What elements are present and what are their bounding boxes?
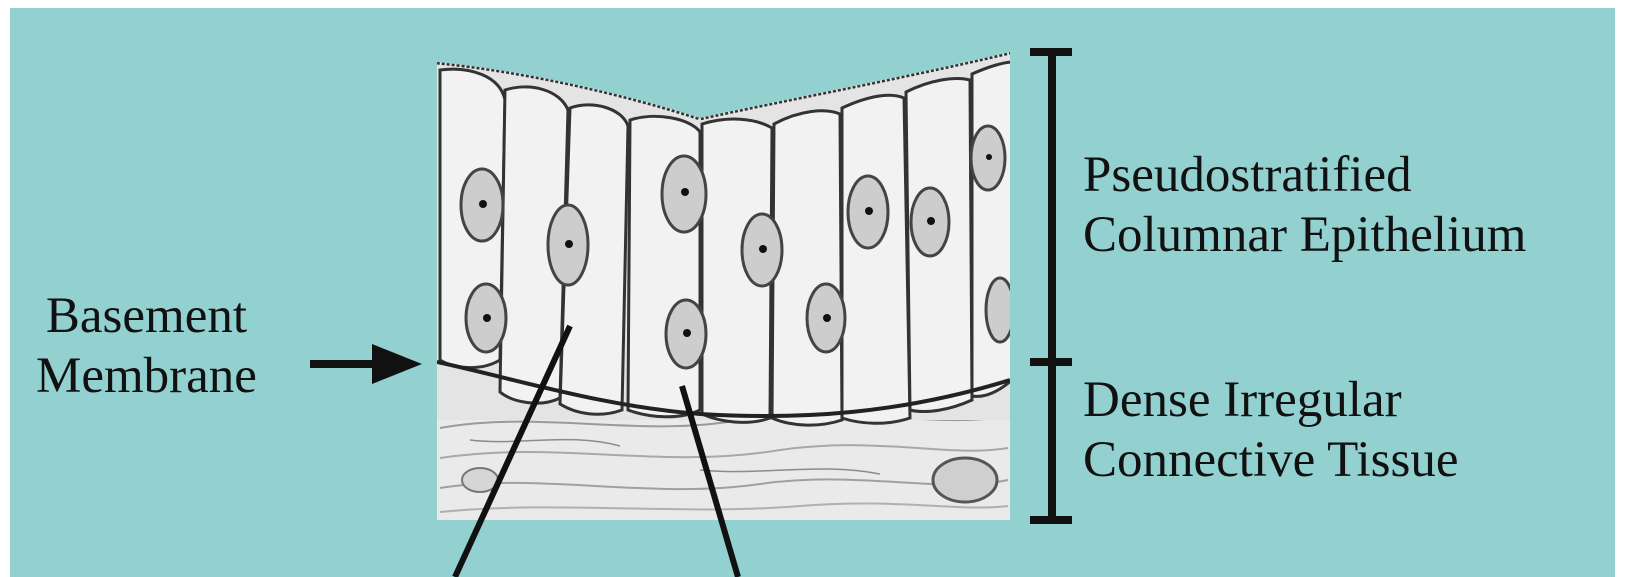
basement-membrane-label-line-2: Membrane [36, 346, 257, 406]
epithelium-region [437, 50, 1014, 425]
epithelium-bracket [1030, 52, 1072, 362]
epithelium-label-line-2: Columnar Epithelium [1083, 205, 1526, 265]
connective-tissue-label-line-1: Dense Irregular [1083, 370, 1458, 430]
epithelium-label-line-1: Pseudostratified [1083, 145, 1526, 205]
epithelium-label: Pseudostratified Columnar Epithelium [1083, 145, 1526, 265]
connective-tissue-label-line-2: Connective Tissue [1083, 430, 1458, 490]
basement-membrane-label-line-1: Basement [36, 286, 257, 346]
fibroblast-nucleus [933, 458, 997, 502]
basement-membrane-arrow [310, 344, 422, 384]
basement-membrane-label: Basement Membrane [36, 286, 257, 406]
connective-tissue-label: Dense Irregular Connective Tissue [1083, 370, 1458, 490]
connective-tissue-bracket [1030, 362, 1072, 520]
